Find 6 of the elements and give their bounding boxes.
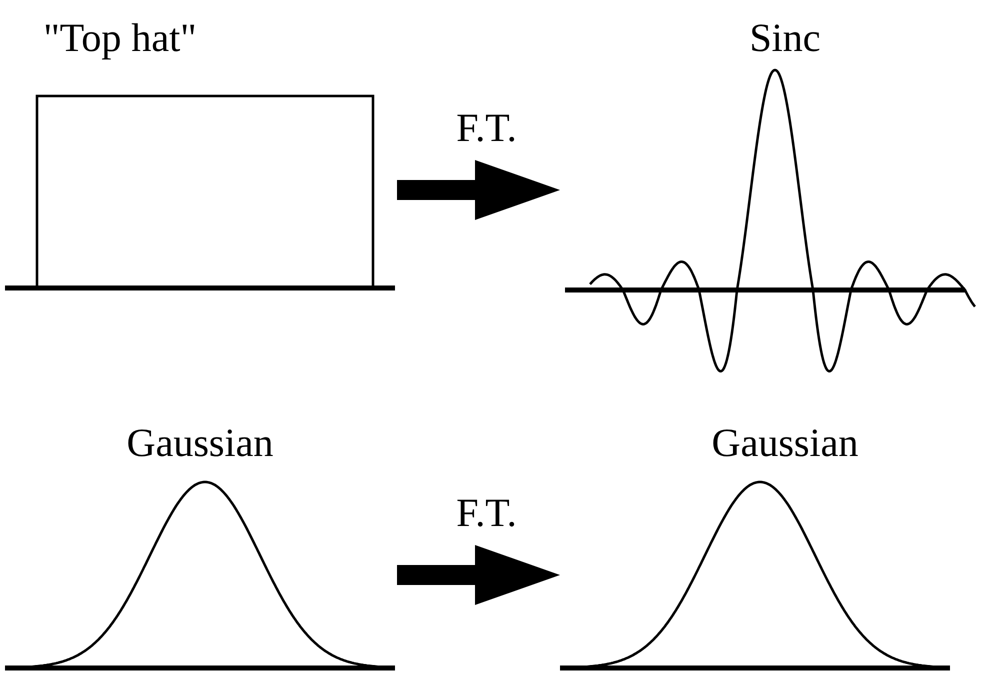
plot-title: Gaussian xyxy=(126,420,274,466)
block-arrow xyxy=(397,545,560,605)
plot-title: Sinc xyxy=(749,15,821,61)
plot-title: "Top hat" xyxy=(43,15,197,61)
plot-title: Gaussian xyxy=(712,420,858,466)
block-arrow xyxy=(397,160,560,220)
